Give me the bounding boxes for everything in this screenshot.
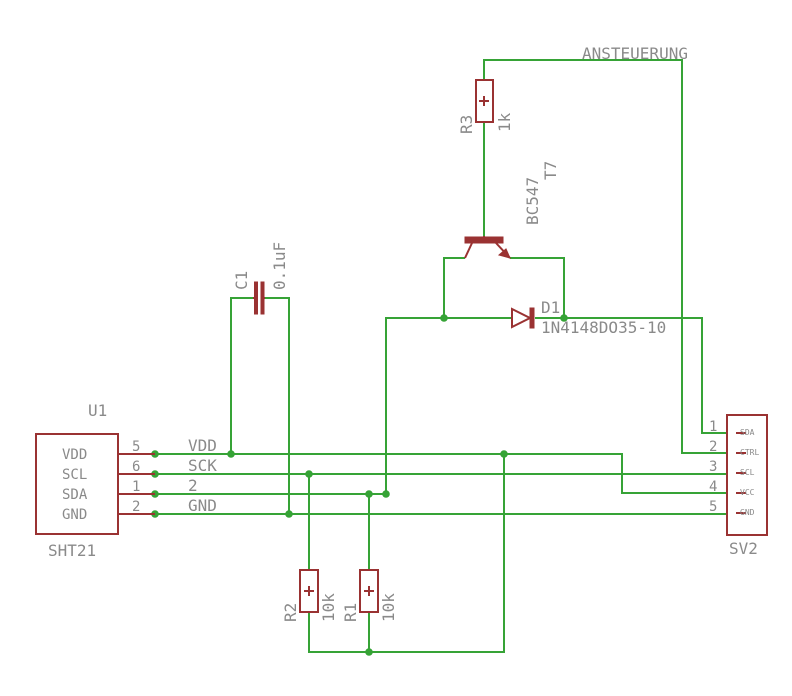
net-labels: VDD SCK 2 GND ANSTEUERUNG bbox=[188, 44, 688, 515]
sv2-name: SV2 bbox=[729, 539, 758, 558]
r1-name: R1 bbox=[341, 603, 360, 622]
component-r2[interactable]: R2 10k bbox=[281, 569, 338, 622]
sv2-pin-label: SCL bbox=[740, 468, 755, 477]
d1-cathode-bar bbox=[529, 307, 535, 329]
r3-name: R3 bbox=[457, 115, 476, 134]
d1-triangle bbox=[511, 307, 533, 329]
u1-pin-label: VDD bbox=[62, 447, 87, 463]
t7-name: T7 bbox=[541, 161, 560, 180]
t7-base-bar bbox=[464, 236, 504, 244]
wires bbox=[118, 59, 727, 653]
sv2-pin-label: VCC bbox=[740, 488, 755, 497]
component-r1[interactable]: R1 10k bbox=[341, 569, 398, 622]
junction-dot bbox=[365, 648, 373, 656]
sv2-pin-label: GND bbox=[740, 508, 755, 517]
u1-body bbox=[35, 433, 119, 535]
sv2-pin-number: 3 bbox=[709, 459, 717, 475]
junction-dot bbox=[285, 510, 293, 518]
u1-value: SHT21 bbox=[48, 541, 96, 560]
sv2-body bbox=[726, 414, 768, 536]
u1-pin-label: SCL bbox=[62, 467, 87, 483]
u1-pin-number: 5 bbox=[132, 439, 140, 455]
net-label-sda: 2 bbox=[188, 476, 198, 495]
junction-dot bbox=[440, 314, 448, 322]
c1-value: 0.1uF bbox=[270, 242, 289, 290]
t7-base-lead bbox=[464, 242, 473, 259]
u1-pin-label: GND bbox=[62, 507, 87, 523]
component-d1[interactable]: D1 1N4148DO35-10 bbox=[511, 298, 666, 337]
u1-pin-number: 1 bbox=[132, 479, 140, 495]
junction-dot bbox=[500, 450, 508, 458]
net-label-vdd: VDD bbox=[188, 436, 217, 455]
net-label-ansteuerung: ANSTEUERUNG bbox=[582, 44, 688, 63]
component-sv2[interactable]: SDA CTRL SCL VCC GND 1 2 3 4 5 SV2 bbox=[709, 414, 768, 558]
component-r3[interactable]: R3 1k bbox=[457, 79, 514, 134]
sv2-pin-label: SDA bbox=[740, 428, 755, 437]
component-t7[interactable]: BC547 T7 bbox=[464, 161, 560, 259]
net-label-sck: SCK bbox=[188, 456, 217, 475]
junction-dot bbox=[305, 470, 313, 478]
sv2-pin-marks bbox=[736, 432, 746, 514]
wire-emitter bbox=[510, 257, 565, 318]
junction-dot bbox=[227, 450, 235, 458]
sv2-pin-number: 5 bbox=[709, 499, 717, 515]
wire-base bbox=[443, 257, 465, 318]
sv2-pin-number: 4 bbox=[709, 479, 717, 495]
wire-c1-vdd bbox=[230, 297, 253, 454]
u1-pin-number: 2 bbox=[132, 499, 140, 515]
c1-plate bbox=[260, 281, 265, 315]
sv2-pin-number: 1 bbox=[709, 419, 717, 435]
t7-value: BC547 bbox=[523, 177, 542, 225]
r3-value: 1k bbox=[495, 112, 514, 132]
wire-ansteuerung bbox=[483, 59, 727, 454]
u1-name: U1 bbox=[88, 401, 107, 420]
wire-sda bbox=[118, 317, 512, 495]
wire-pullup-bottom bbox=[308, 454, 505, 653]
c1-plate bbox=[254, 281, 258, 315]
junction-dot bbox=[365, 490, 373, 498]
d1-name: D1 bbox=[541, 298, 560, 317]
t7-emitter-arrow bbox=[497, 248, 511, 259]
r2-name: R2 bbox=[281, 603, 300, 622]
component-u1[interactable]: VDD SCL SDA GND 5 6 1 2 U1 SHT21 bbox=[35, 401, 155, 560]
r1-value: 10k bbox=[379, 593, 398, 622]
component-c1[interactable]: C1 0.1uF bbox=[232, 242, 289, 315]
u1-pin-number: 6 bbox=[132, 459, 140, 475]
junction-dot bbox=[382, 490, 390, 498]
junction-dot bbox=[560, 314, 568, 322]
sv2-pin-label: CTRL bbox=[740, 448, 759, 457]
wire-sv2-sda bbox=[535, 317, 727, 434]
u1-pin-label: SDA bbox=[62, 487, 88, 503]
sv2-pin-number: 2 bbox=[709, 439, 717, 455]
d1-value: 1N4148DO35-10 bbox=[541, 318, 666, 337]
net-label-gnd: GND bbox=[188, 496, 217, 515]
c1-name: C1 bbox=[232, 271, 251, 290]
r2-value: 10k bbox=[319, 593, 338, 622]
wire-c1-gnd bbox=[265, 297, 290, 514]
